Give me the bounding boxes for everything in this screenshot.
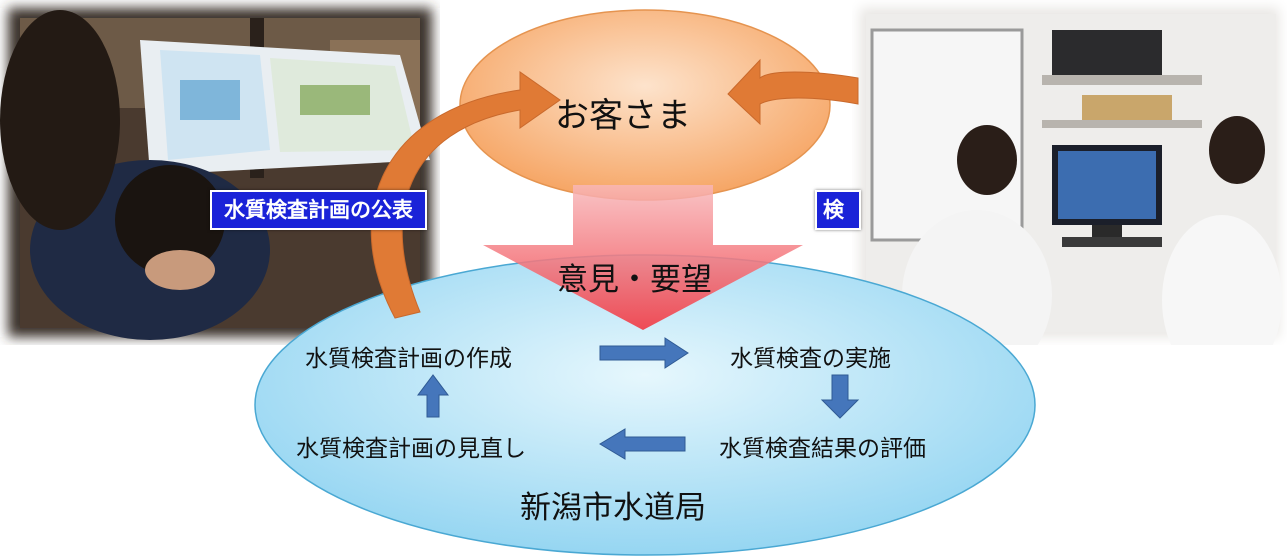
arrow-create-to-implement — [599, 337, 689, 369]
inspection-tag: 検 — [815, 190, 861, 230]
step-implement-inspection: 水質検査の実施 — [730, 346, 891, 372]
arrow-review-to-create — [417, 374, 449, 418]
step-review-plan: 水質検査計画の見直し — [296, 436, 526, 462]
bureau-label: 新潟市水道局 — [520, 490, 706, 526]
step-create-plan: 水質検査計画の作成 — [305, 346, 512, 372]
arrow-evaluate-to-review — [599, 428, 686, 460]
laboratory-photo — [860, 8, 1282, 345]
feedback-arrow — [483, 185, 803, 330]
customers-label: お客さま — [555, 96, 691, 136]
brochure-reading-photo — [0, 8, 432, 340]
publication-tag: 水質検査計画の公表 — [210, 190, 427, 230]
step-evaluate-results: 水質検査結果の評価 — [719, 436, 926, 462]
inspection-curved-arrow — [727, 58, 859, 126]
arrow-implement-to-evaluate — [820, 374, 860, 419]
opinions-label: 意見・要望 — [557, 262, 712, 298]
